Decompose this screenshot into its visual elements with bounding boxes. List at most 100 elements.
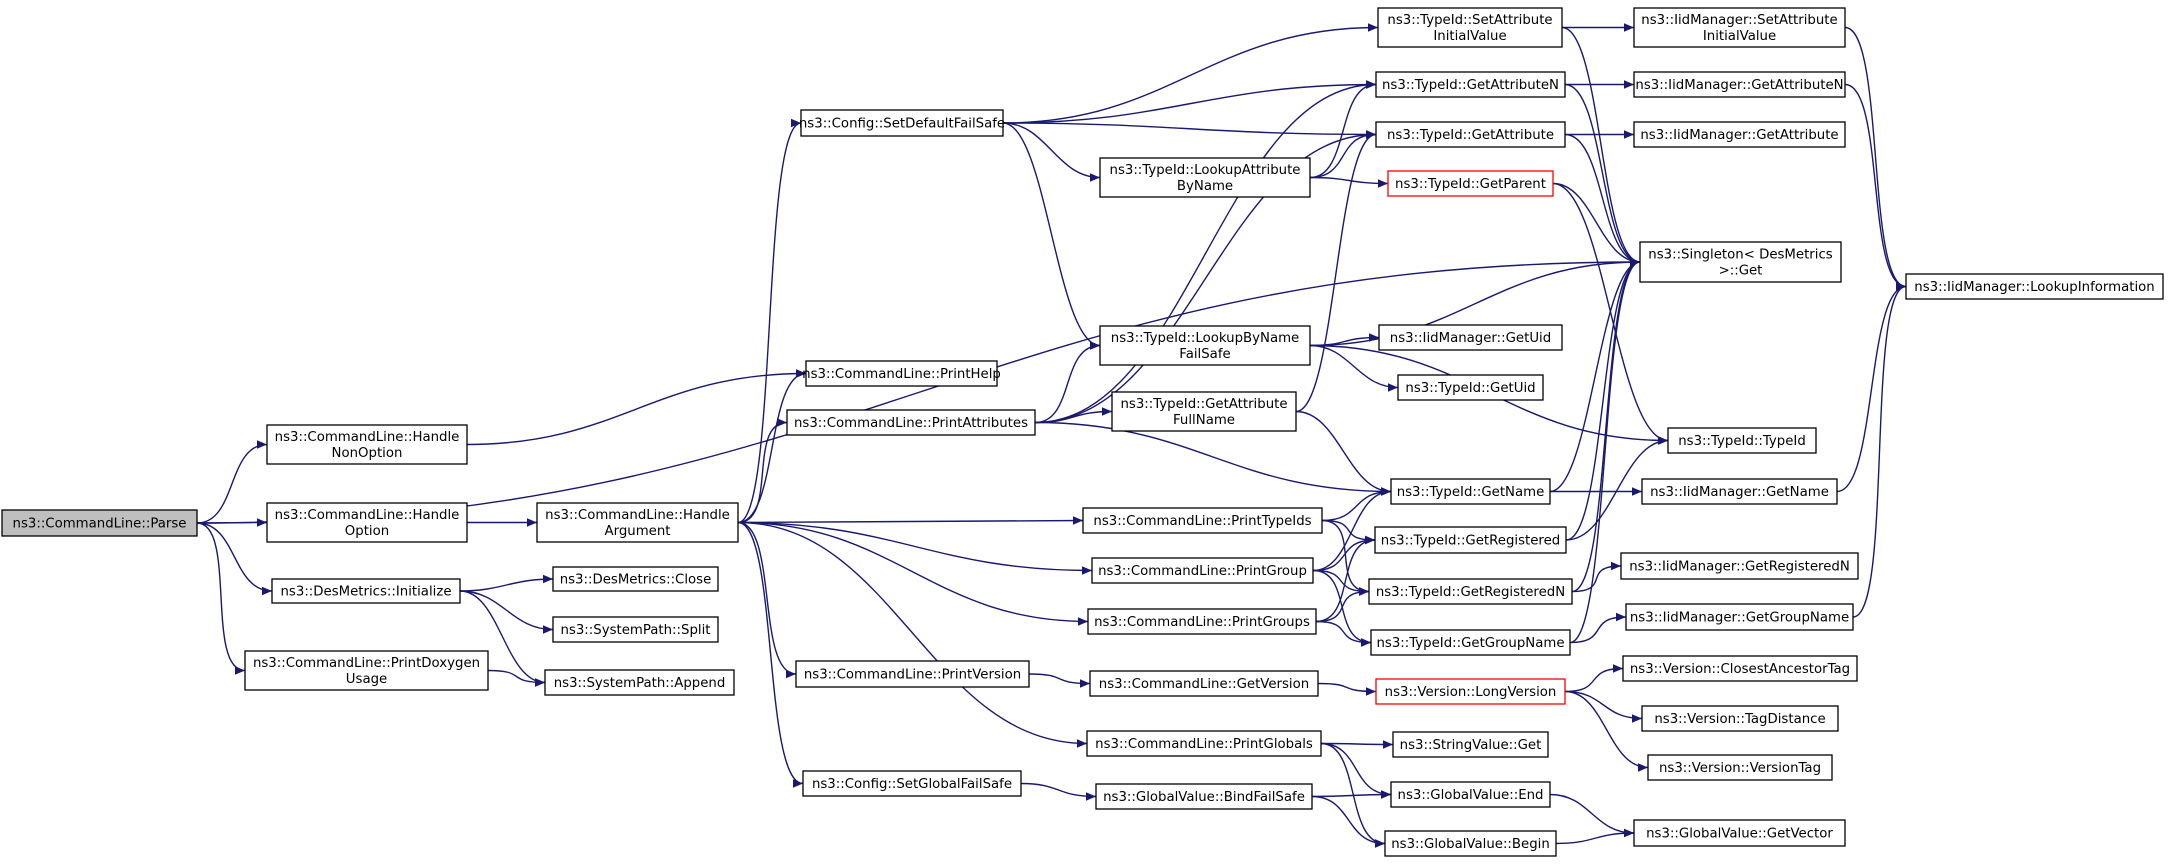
node-label: ns3::CommandLine::PrintGlobals [1095,737,1313,752]
edge-arrow [1555,828,1635,845]
node-label: InitialValue [1433,29,1506,44]
node-parse[interactable]: ns3::CommandLine::Parse [1,509,198,537]
node-label: ns3::Singleton< DesMetrics [1648,248,1832,263]
node-typeid-getregistered[interactable]: ns3::TypeId::GetRegistered [1374,526,1567,554]
edge-version-long-to-version-tagdistance [1564,690,1643,723]
node-iid-lookupinfo[interactable]: ns3::IidManager::LookupInformation [1905,273,2164,300]
edge-arrow [1569,257,1641,644]
node-iid-getgroupname[interactable]: ns3::IidManager::GetGroupName [1625,603,1854,631]
node-box [544,669,735,696]
node-iid-getattr[interactable]: ns3::IidManager::GetAttribute [1633,121,1846,148]
node-version-versiontag[interactable]: ns3::Version::VersionTag [1647,754,1833,781]
node-gv-bindfailsafe[interactable]: ns3::GlobalValue::BindFailSafe [1095,783,1313,810]
edge-gv-end-to-gv-getvector [1549,793,1635,838]
node-box [1082,507,1323,534]
edge-get-attr-fullname-to-typeid-getname [1295,410,1392,496]
node-box [1086,730,1322,757]
node-print-globals[interactable]: ns3::CommandLine::PrintGlobals [1086,730,1322,757]
edge-arrow [1321,519,1376,545]
edge-arrow [1320,742,1386,848]
edge-arrow [1564,83,1641,267]
node-box [1377,7,1563,48]
edge-typeid-getparent-to-singleton-get [1552,182,1641,267]
node-label: Usage [346,672,387,687]
node-label: ns3::IidManager::GetGroupName [1630,611,1849,626]
node-label: ns3::SystemPath::Append [554,676,726,691]
node-box [1378,324,1563,351]
node-config-setglobal[interactable]: ns3::Config::SetGlobalFailSafe [802,770,1022,797]
node-box [1905,273,2164,300]
node-print-typeids[interactable]: ns3::CommandLine::PrintTypeIds [1082,507,1323,534]
edge-arrow [1034,421,1392,496]
node-label: ns3::GlobalValue::End [1398,788,1544,803]
node-gv-getvector[interactable]: ns3::GlobalValue::GetVector [1633,819,1846,847]
edge-print-doxygen-to-systempath-append [487,669,546,687]
node-desmetrics-init[interactable]: ns3::DesMetrics::Initialize [271,578,461,604]
node-version-tagdistance[interactable]: ns3::Version::TagDistance [1641,705,1839,732]
node-typeid-getattr[interactable]: ns3::TypeId::GetAttribute [1375,121,1566,148]
edge-print-typeids-to-typeid-getregisteredn [1321,519,1370,596]
node-typeid-getgroupname[interactable]: ns3::TypeId::GetGroupName [1370,629,1571,656]
node-label: ns3::TypeId::LookupAttribute [1110,163,1301,178]
node-typeid-getregisteredn[interactable]: ns3::TypeId::GetRegisteredN [1368,578,1573,605]
node-box [1397,374,1544,401]
node-iid-getattrn[interactable]: ns3::IidManager::GetAttributeN [1633,71,1846,98]
edge-arrow [737,521,1093,575]
node-systempath-append[interactable]: ns3::SystemPath::Append [544,669,735,696]
node-box [802,770,1022,797]
edge-arrow [1309,176,1389,188]
node-config-setdefault[interactable]: ns3::Config::SetDefaultFailSafe [799,109,1005,137]
node-stringvalue-get[interactable]: ns3::StringValue::Get [1392,731,1549,758]
node-get-version[interactable]: ns3::CommandLine::GetVersion [1089,670,1319,697]
edge-handle-argument-to-config-setglobal [737,521,804,788]
node-singleton-get[interactable]: ns3::Singleton< DesMetrics>::Get [1639,241,1842,283]
node-typeid-getname[interactable]: ns3::TypeId::GetName [1390,478,1551,505]
node-print-groups[interactable]: ns3::CommandLine::PrintGroups [1087,608,1317,635]
node-systempath-split[interactable]: ns3::SystemPath::Split [552,616,719,643]
edge-arrow [1020,782,1097,801]
edge-handle-argument-to-print-globals [737,521,1088,748]
edge-handle-nonoption-to-print-help [466,369,807,446]
node-box [786,409,1036,436]
node-print-version[interactable]: ns3::CommandLine::PrintVersion [795,660,1030,688]
node-label: ns3::TypeId::GetAttributeN [1382,78,1559,93]
node-typeid-getattrn[interactable]: ns3::TypeId::GetAttributeN [1375,71,1566,98]
node-box [1392,731,1549,758]
node-label: ByName [1177,179,1233,194]
node-iid-getregisteredn[interactable]: ns3::IidManager::GetRegisteredN [1620,552,1859,580]
node-print-group[interactable]: ns3::CommandLine::PrintGroup [1091,557,1314,584]
node-box [1622,655,1858,682]
node-version-closest[interactable]: ns3::Version::ClosestAncestorTag [1622,655,1858,682]
node-desmetrics-close[interactable]: ns3::DesMetrics::Close [552,566,719,592]
node-gv-begin[interactable]: ns3::GlobalValue::Begin [1384,830,1557,857]
edge-print-attributes-to-typeid-getattr [1034,130,1377,424]
node-iid-getuid[interactable]: ns3::IidManager::GetUid [1378,324,1563,351]
edge-iid-getgroupname-to-iid-lookupinfo [1852,282,1907,618]
edge-parse-to-handle-nonoption [196,440,268,524]
node-label: FailSafe [1179,347,1230,362]
node-typeid-typeid[interactable]: ns3::TypeId::TypeId [1667,427,1817,454]
edge-arrow [1312,535,1376,572]
node-iid-getname[interactable]: ns3::IidManager::GetName [1641,478,1838,505]
node-print-attributes[interactable]: ns3::CommandLine::PrintAttributes [786,409,1036,436]
node-iid-setattr-init[interactable]: ns3::IidManager::SetAttributeInitialValu… [1633,7,1846,48]
node-typeid-getuid[interactable]: ns3::TypeId::GetUid [1397,374,1544,401]
node-version-long[interactable]: ns3::Version::LongVersion [1375,678,1566,705]
node-print-help[interactable]: ns3::CommandLine::PrintHelp [802,360,1001,387]
edge-config-setdefault-to-typeid-getattrn [1002,80,1377,124]
node-typeid-getparent[interactable]: ns3::TypeId::GetParent [1387,170,1554,197]
node-gv-end[interactable]: ns3::GlobalValue::End [1390,781,1551,808]
node-box [1390,781,1551,808]
edge-layer [196,23,1907,848]
node-layer: ns3::CommandLine::Parsens3::CommandLine:… [1,7,2164,857]
node-box [800,109,1004,137]
